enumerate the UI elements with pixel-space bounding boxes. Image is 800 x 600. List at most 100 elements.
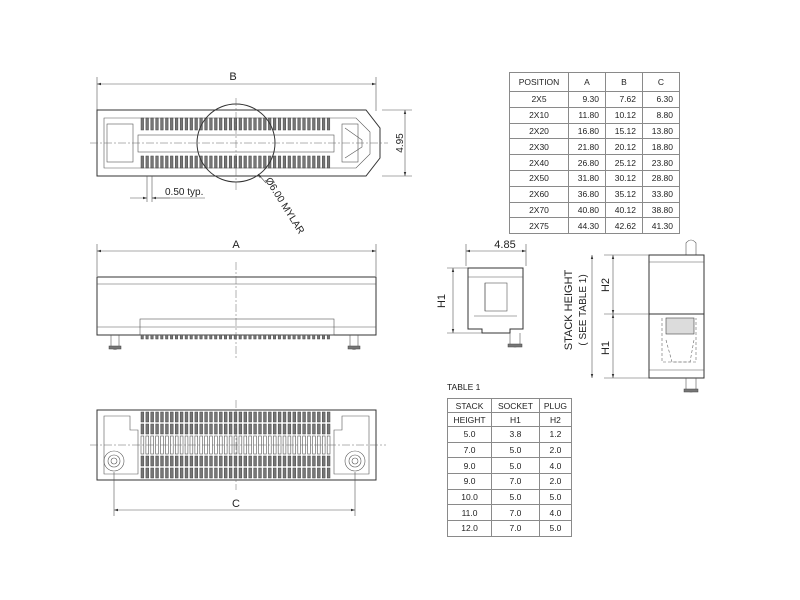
contact-pin	[160, 467, 164, 479]
contact-pin	[170, 467, 174, 479]
contact-pin	[307, 117, 311, 131]
contact-pin	[140, 411, 145, 423]
socket-h1-cell: 7.0	[491, 504, 540, 522]
contact-pin	[253, 411, 257, 423]
contact-pin	[258, 455, 262, 467]
contact-pin	[165, 411, 169, 423]
contact-pin	[292, 411, 296, 423]
dimension-cell: 8.80	[642, 106, 680, 124]
contact-pin	[268, 411, 272, 423]
dimension-cell: 21.80	[568, 138, 606, 156]
contact-pin	[326, 423, 331, 435]
solder-tail	[287, 334, 291, 340]
socket-h1-cell: 5.0	[491, 488, 540, 506]
contact-pin	[140, 117, 144, 131]
contact-pin	[248, 423, 252, 435]
stacked-assembly-view: H2 H1 STACK HEIGHT ( SEE TABLE 1)	[563, 239, 705, 393]
contact-pin	[312, 155, 316, 169]
contact-pin	[204, 455, 208, 467]
dim-pitch-label: 0.50 typ.	[165, 187, 203, 198]
dimension-cell: 13.80	[642, 122, 680, 140]
contact-pin	[150, 411, 154, 423]
contact-pin	[214, 455, 218, 467]
contact-pin	[184, 455, 189, 467]
contact-pin	[322, 155, 326, 169]
contact-pin	[165, 117, 169, 131]
dimension-cell: 23.80	[642, 154, 680, 171]
contact-pin	[273, 455, 277, 467]
contact-pin	[253, 467, 257, 479]
contact-pin	[258, 423, 262, 435]
dimension-cell: 20.12	[605, 138, 643, 156]
contact-pin	[312, 117, 316, 131]
contact-pin	[282, 423, 287, 435]
position-table-header: POSITION A B C	[509, 72, 680, 92]
contact-pin	[322, 467, 326, 479]
dimension-cell: 35.12	[605, 185, 643, 203]
contact-pin	[184, 117, 188, 131]
contact-pin	[292, 455, 296, 467]
contact-pin	[184, 155, 188, 169]
contact-pin	[273, 155, 277, 169]
solder-tail	[145, 334, 149, 340]
solder-tail	[175, 334, 178, 340]
dimension-cell: 28.80	[642, 169, 680, 187]
dim-h2-label: H2	[600, 278, 612, 292]
plug-h2-cell: 4.0	[538, 457, 573, 475]
contact-pin	[292, 155, 296, 169]
contact-pin	[263, 117, 267, 131]
solder-tail	[179, 334, 183, 340]
contact-pin	[297, 467, 301, 479]
contact-pin	[219, 155, 223, 169]
solder-tail	[140, 334, 144, 340]
contact-pin	[179, 455, 184, 467]
contact-pin	[209, 467, 213, 479]
contact-pin	[287, 155, 291, 169]
contact-pin	[263, 455, 267, 467]
socket-h1-cell: 7.0	[491, 473, 540, 490]
position-cell: 2X50	[509, 169, 569, 187]
contact-pin	[233, 467, 238, 479]
stack-height-cell: 9.0	[446, 473, 493, 490]
contact-pin	[224, 411, 228, 423]
dim-h1-stack-label: H1	[600, 341, 612, 355]
table1-header-row-1: STACK SOCKET PLUG	[446, 398, 573, 413]
contact-pin	[317, 155, 321, 169]
position-cell: 2X70	[509, 201, 569, 219]
dimension-cell: 10.12	[605, 106, 643, 124]
dimension-cell: 25.12	[605, 154, 643, 171]
solder-tail	[248, 334, 252, 340]
header-position: POSITION	[509, 72, 569, 92]
contact-pin	[307, 455, 311, 467]
contact-pin	[302, 423, 306, 435]
stack-height-cell: 9.0	[446, 457, 493, 475]
plug-h2-cell: 5.0	[538, 488, 573, 506]
contact-pin	[277, 467, 282, 479]
solder-tail	[204, 334, 208, 340]
contact-pin	[228, 423, 233, 435]
contact-pin	[263, 423, 267, 435]
contact-pin	[184, 423, 189, 435]
solder-tail	[268, 334, 272, 340]
see-table-label: ( SEE TABLE 1)	[578, 274, 589, 345]
header-plug: PLUG	[538, 398, 573, 413]
contact-pin	[209, 411, 213, 423]
position-cell: 2X60	[509, 185, 569, 203]
contact-pin	[282, 117, 286, 131]
position-cell: 2X10	[509, 106, 569, 124]
dimension-cell: 40.12	[605, 201, 643, 219]
solder-tail	[219, 334, 223, 340]
contact-pin	[165, 423, 169, 435]
contact-pin	[175, 117, 179, 131]
contact-pin	[184, 467, 189, 479]
solder-tail	[317, 334, 321, 340]
contact-pin	[297, 411, 301, 423]
dimension-cell: 44.30	[568, 217, 606, 235]
contact-pin	[277, 411, 282, 423]
table1-header-row-2: HEIGHT H1 H2	[446, 412, 573, 427]
